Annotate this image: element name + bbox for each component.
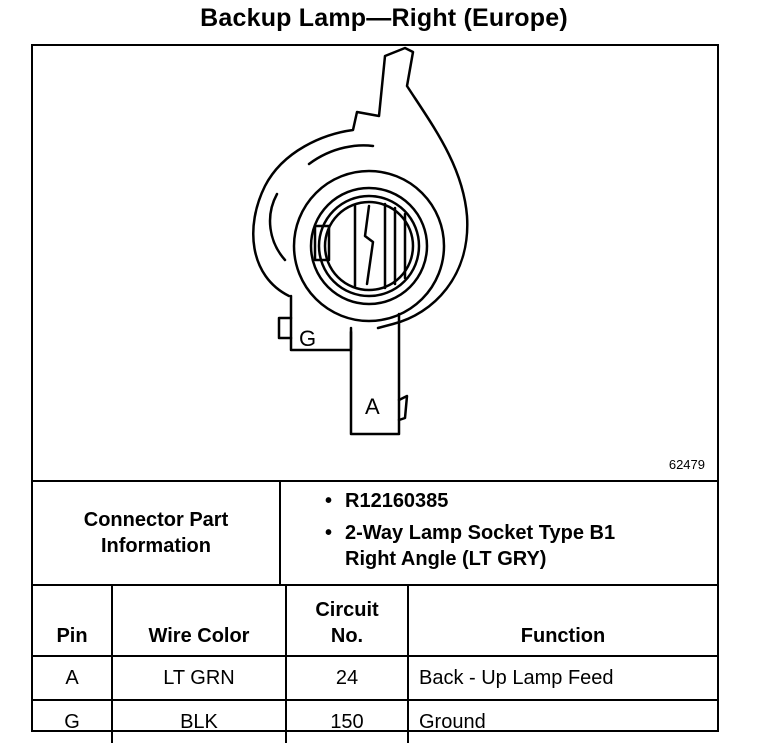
lamp-socket-drawing: G A: [252, 46, 469, 436]
cell-wire-color: BLK: [112, 700, 287, 743]
cell-circuit: 24: [286, 656, 409, 701]
connector-part-row: Connector Part Information R12160385 2-W…: [33, 482, 717, 586]
pin-table-header: Pin Wire Color Circuit No. Function: [33, 584, 717, 657]
header-pin: Pin: [33, 584, 113, 657]
cell-function: Ground: [419, 710, 486, 733]
socket-description-line2: Right Angle (LT GRY): [345, 548, 547, 570]
cell-pin: G: [33, 700, 113, 743]
header-wire-color: Wire Color: [112, 584, 287, 657]
header-function: Function: [408, 584, 717, 657]
connector-part-label: Connector Part Information: [33, 482, 281, 584]
pin-label-g: G: [299, 326, 316, 351]
cell-wire-color: LT GRN: [112, 656, 287, 701]
cell-pin: A: [33, 656, 113, 701]
connector-illustration: G A 62479: [33, 46, 717, 482]
header-circuit-line2: No.: [330, 625, 364, 647]
connector-info-frame: G A 62479 Connector Part Information R12…: [31, 44, 719, 743]
cell-circuit: 150: [286, 700, 409, 743]
header-circuit-line1: Circuit: [315, 599, 379, 621]
pin-label-a: A: [365, 394, 380, 419]
pin-table: Pin Wire Color Circuit No. Function A LT…: [33, 584, 717, 743]
socket-description: 2-Way Lamp Socket Type B1 Right Angle (L…: [325, 520, 711, 572]
cell-function: Back - Up Lamp Feed: [408, 656, 717, 701]
page-title: Backup Lamp—Right (Europe): [200, 4, 568, 32]
header-circuit: Circuit No.: [286, 584, 409, 657]
part-number: R12160385: [325, 488, 711, 514]
table-row: G BLK 150 Ground: [33, 700, 717, 743]
figure-number: 62479: [668, 457, 705, 472]
connector-label-line1: Connector Part: [83, 509, 229, 531]
connector-label-line2: Information: [101, 535, 211, 557]
table-row: A LT GRN 24 Back - Up Lamp Feed: [33, 656, 717, 701]
connector-part-info: R12160385 2-Way Lamp Socket Type B1 Righ…: [281, 488, 711, 578]
socket-description-line1: 2-Way Lamp Socket Type B1: [345, 522, 616, 544]
